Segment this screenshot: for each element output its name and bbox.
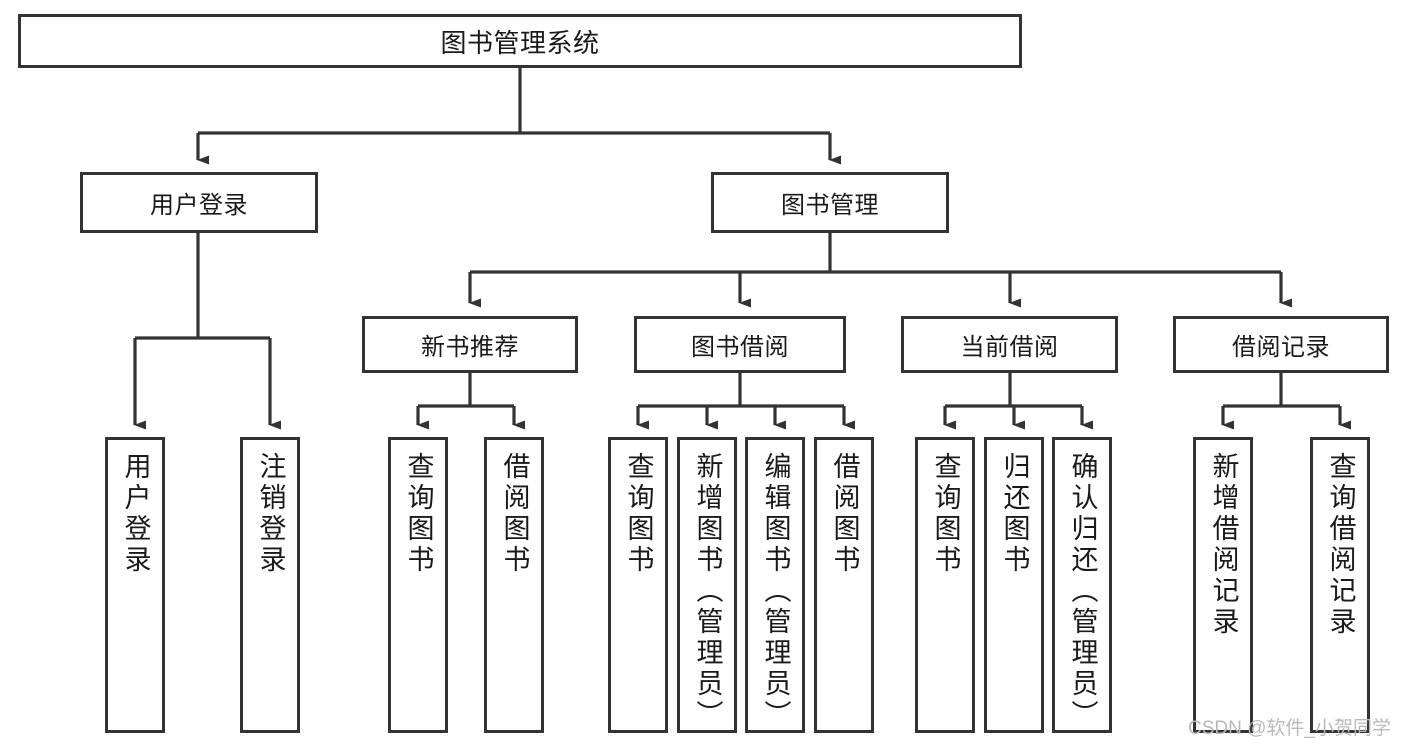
node-leaf-add-borrow-record[interactable]: 新增借阅记录	[1193, 437, 1253, 733]
node-label: 注销登录	[255, 452, 286, 576]
node-label: 确认归还（管理员）	[1067, 452, 1098, 731]
node-label: 图书管理	[781, 192, 879, 219]
node-leaf-borrow-book-recommend[interactable]: 借阅图书	[484, 437, 544, 733]
node-label: 图书借阅	[691, 334, 789, 361]
node-label: 图书管理系统	[440, 27, 600, 58]
node-label: 归还图书	[999, 452, 1030, 576]
node-leaf-logout[interactable]: 注销登录	[240, 437, 300, 733]
node-label: 查询借阅记录	[1325, 452, 1356, 638]
node-user-login[interactable]: 用户登录	[80, 172, 318, 233]
node-leaf-query-borrow-record[interactable]: 查询借阅记录	[1310, 437, 1370, 733]
node-label: 新增图书（管理员）	[692, 452, 723, 731]
node-current-borrow[interactable]: 当前借阅	[901, 316, 1118, 373]
node-leaf-edit-book-admin[interactable]: 编辑图书（管理员）	[745, 437, 805, 733]
node-label: 新书推荐	[421, 334, 519, 361]
node-root-book-management-system[interactable]: 图书管理系统	[18, 14, 1022, 68]
node-leaf-borrow-book[interactable]: 借阅图书	[814, 437, 874, 733]
node-leaf-query-book-current[interactable]: 查询图书	[915, 437, 975, 733]
node-label: 借阅图书	[829, 452, 860, 576]
csdn-watermark: CSDN @软件_小贺同学	[1188, 718, 1391, 739]
node-leaf-user-login[interactable]: 用户登录	[105, 437, 165, 733]
node-label: 用户登录	[120, 452, 151, 576]
node-label: 借阅图书	[499, 452, 530, 576]
node-leaf-confirm-return-admin[interactable]: 确认归还（管理员）	[1052, 437, 1112, 733]
node-label: 用户登录	[150, 192, 248, 219]
node-label: 当前借阅	[960, 334, 1059, 361]
node-new-book-recommend[interactable]: 新书推荐	[362, 316, 578, 373]
node-leaf-query-book-recommend[interactable]: 查询图书	[388, 437, 448, 733]
node-label: 查询图书	[403, 452, 434, 576]
node-label: 编辑图书（管理员）	[760, 452, 791, 731]
node-label: 借阅记录	[1232, 334, 1330, 361]
node-label: 新增借阅记录	[1208, 452, 1239, 638]
node-borrow-record[interactable]: 借阅记录	[1173, 316, 1389, 373]
node-label: 查询图书	[623, 452, 654, 576]
node-book-borrow[interactable]: 图书借阅	[634, 316, 846, 373]
node-label: 查询图书	[930, 452, 961, 576]
node-leaf-query-book-borrow[interactable]: 查询图书	[608, 437, 668, 733]
node-leaf-return-book[interactable]: 归还图书	[984, 437, 1044, 733]
node-book-management[interactable]: 图书管理	[711, 172, 949, 233]
node-leaf-add-book-admin[interactable]: 新增图书（管理员）	[677, 437, 737, 733]
